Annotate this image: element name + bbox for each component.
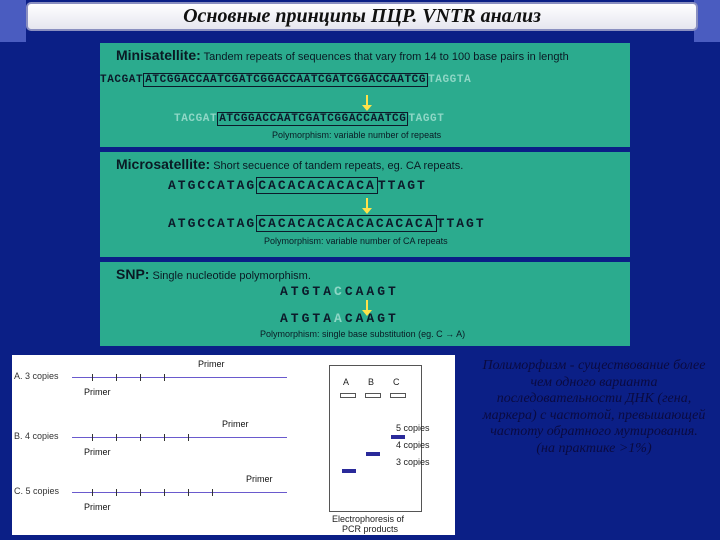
repeat-tick xyxy=(188,434,189,441)
microsatellite-heading: Microsatellite: Short secuence of tandem… xyxy=(116,156,464,172)
dna-strand xyxy=(72,437,287,438)
lane-label: A xyxy=(343,377,350,387)
microsatellite-caption: Polymorphism: variable number of CA repe… xyxy=(264,236,448,246)
repeat-box: CACACACACACACACACA xyxy=(256,215,437,232)
repeat-tick xyxy=(212,489,213,496)
repeat-tick xyxy=(92,434,93,441)
repeat-tick xyxy=(116,434,117,441)
gel-band-3-copies xyxy=(342,469,356,473)
gel-caption-line-1: Electrophoresis of xyxy=(332,514,405,524)
gel-well xyxy=(340,393,356,398)
band-label: 5 copies xyxy=(396,423,430,433)
primer-label-forward: Primer xyxy=(84,502,111,512)
repeat-box: ATCGGACCAATCGATCGGACCAATCG xyxy=(217,112,409,126)
slide-title: Основные принципы ПЦР. VNTR анализ xyxy=(183,5,541,27)
lane-label: C xyxy=(393,377,400,387)
snp-heading: SNP: Single nucleotide polymorphism. xyxy=(116,266,311,282)
microsatellite-panel: Microsatellite: Short secuence of tandem… xyxy=(100,152,630,257)
dna-strand xyxy=(72,492,287,493)
polymorphism-definition: Полиморфизм - существование более чем од… xyxy=(482,358,706,456)
copy-row-label: B. 4 copies xyxy=(14,431,59,441)
repeat-tick xyxy=(140,374,141,381)
repeat-tick xyxy=(116,374,117,381)
repeat-box: ATCGGACCAATCGATCGGACCAATCGATCGGACCAATCG xyxy=(143,73,429,87)
primer-label-reverse: Primer xyxy=(246,474,273,484)
snp-panel: SNP: Single nucleotide polymorphism. ATG… xyxy=(100,262,630,346)
primer-label-reverse: Primer xyxy=(222,419,249,429)
snp-seq-1: ATGTACCAAGT xyxy=(280,284,399,299)
band-label: 3 copies xyxy=(396,457,430,467)
gel-band-5-copies xyxy=(391,435,405,439)
repeat-tick xyxy=(164,489,165,496)
lane-label: B xyxy=(368,377,375,387)
minisatellite-panel: Minisatellite: Tandem repeats of sequenc… xyxy=(100,43,630,147)
band-label: 4 copies xyxy=(396,440,430,450)
gel-well xyxy=(365,393,381,398)
snp-seq-2: ATGTAACAAGT xyxy=(280,311,399,326)
repeat-tick xyxy=(92,489,93,496)
gel-electrophoresis: A B C xyxy=(329,365,422,512)
repeat-tick xyxy=(92,374,93,381)
repeat-tick xyxy=(140,434,141,441)
down-arrow-icon xyxy=(362,95,372,111)
gel-caption-line-2: PCR products xyxy=(342,524,399,534)
primer-label-reverse: Primer xyxy=(198,359,225,369)
snp-caption: Polymorphism: single base substitution (… xyxy=(260,329,466,339)
repeat-tick xyxy=(188,489,189,496)
repeat-tick xyxy=(164,374,165,381)
down-arrow-icon xyxy=(362,300,372,316)
primer-label-forward: Primer xyxy=(84,387,111,397)
gel-well xyxy=(390,393,406,398)
gel-band-4-copies xyxy=(366,452,380,456)
repeat-tick xyxy=(164,434,165,441)
snp-base: C xyxy=(334,284,345,299)
repeat-box: CACACACACACA xyxy=(256,177,378,194)
copy-row-label: A. 3 copies xyxy=(14,371,59,381)
dna-strand xyxy=(72,377,287,378)
down-arrow-icon xyxy=(362,198,372,214)
minisatellite-heading: Minisatellite: Tandem repeats of sequenc… xyxy=(116,47,569,63)
primer-label-forward: Primer xyxy=(84,447,111,457)
corner-decoration-left xyxy=(0,0,26,42)
title-bar: Основные принципы ПЦР. VNTR анализ xyxy=(26,2,698,31)
minisatellite-caption: Polymorphism: variable number of repeats xyxy=(272,130,442,140)
copy-row-label: C. 5 copies xyxy=(14,486,60,496)
corner-decoration-right xyxy=(694,0,720,42)
repeat-tick xyxy=(116,489,117,496)
repeat-tick xyxy=(140,489,141,496)
snp-base: A xyxy=(334,311,345,326)
